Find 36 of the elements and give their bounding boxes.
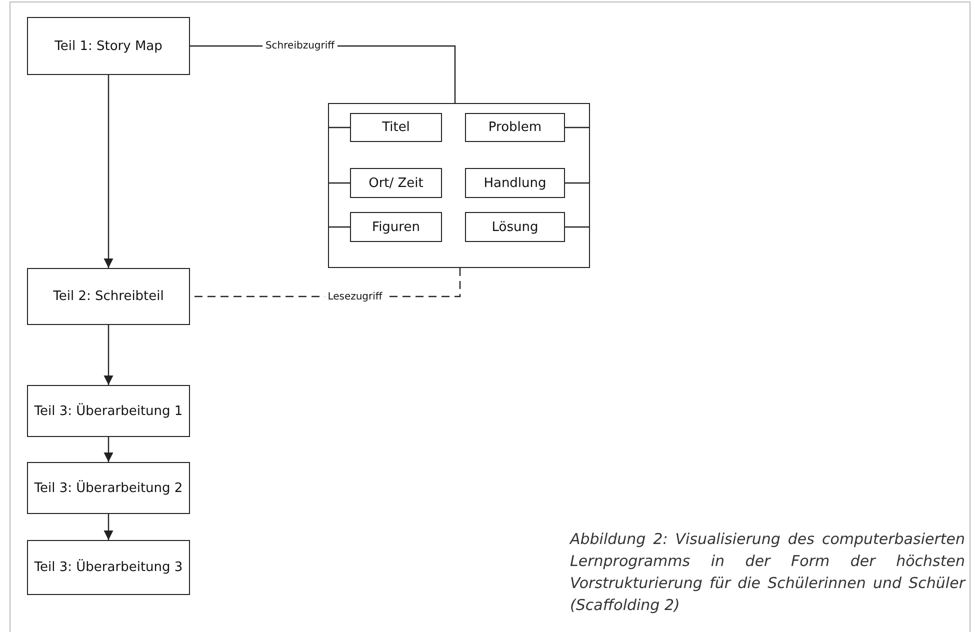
box-label: Ort/ Zeit — [368, 176, 424, 190]
connector-line — [565, 226, 590, 228]
arrow — [104, 325, 114, 385]
process-box — [27, 268, 190, 325]
edge-label: Schreibzugriff — [262, 40, 338, 52]
process-box — [350, 113, 442, 142]
figure-caption: Abbildung 2: Visualisierung des computerbasierten Lernprogramms in der Form der höchsten Vorstrukturierung für die Schülerinnen und Schüler (Scaffolding 2) — [570, 529, 965, 616]
connector-line — [328, 226, 350, 228]
box-label: Problem — [488, 120, 542, 135]
connector-line — [328, 182, 350, 184]
edge-label: Lesezugriff — [324, 292, 386, 302]
box-label: Titel — [382, 120, 410, 135]
process-box — [350, 212, 442, 242]
box-label: Teil 3: Überarbeitung 1 — [34, 404, 183, 418]
arrow — [104, 437, 114, 462]
process-box — [465, 113, 565, 142]
box-label: Teil 3: Überarbeitung 2 — [34, 480, 183, 496]
arrow — [104, 514, 114, 540]
box-label: Lösung — [492, 220, 538, 234]
box-label: Teil 3: Überarbeitung 3 — [34, 560, 183, 575]
box-label: Figuren — [372, 220, 420, 234]
process-box — [350, 168, 442, 198]
process-box — [27, 17, 190, 75]
connector-line — [565, 126, 590, 128]
box-label: Handlung — [484, 176, 546, 190]
container-box — [328, 103, 590, 268]
connector-line — [565, 182, 590, 184]
connector-line — [328, 126, 350, 128]
process-box — [27, 540, 190, 595]
arrow — [104, 75, 114, 268]
process-box — [27, 385, 190, 437]
box-label: Teil 2: Schreibteil — [53, 289, 164, 304]
box-label: Teil 1: Story Map — [54, 38, 162, 54]
process-box — [465, 168, 565, 198]
process-box — [27, 462, 190, 514]
process-box — [465, 212, 565, 242]
